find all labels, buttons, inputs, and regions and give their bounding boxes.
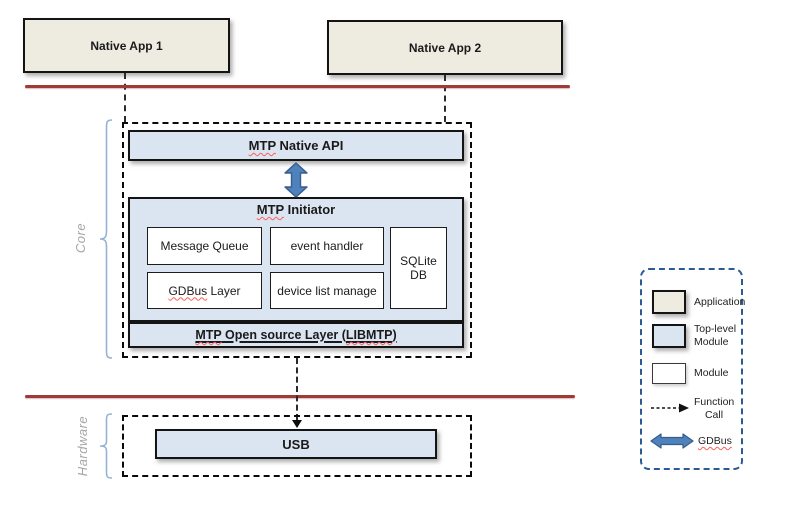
gdbus-layer-label-gdbus: GDBus [168,283,208,298]
sqlite-db-box: SQLite DB [390,227,447,309]
legend-application-swatch [652,290,686,314]
legend-application-label: Application [694,296,746,308]
libmtp-label-mtp: MTP [195,328,222,342]
native-app-1-label: Native App 1 [90,38,163,53]
mtp-initiator-box: MTP Initiator Message Queue event handle… [128,197,464,322]
message-queue-box: Message Queue [147,227,262,265]
legend-box: Application Top-level Module Module Func… [640,268,746,470]
native-app-2-box: Native App 2 [327,20,563,75]
libmtp-label-close: ) [392,328,397,342]
legend-top-level-swatch [652,324,686,348]
usb-box: USB [155,429,437,459]
mtp-native-api-box: MTP Native API [128,130,464,161]
app2-core-connector-line [444,75,446,122]
message-queue-label: Message Queue [160,239,249,253]
native-app-1-box: Native App 1 [23,18,230,73]
event-handler-label: event handler [290,239,364,253]
core-section-label: Core [73,222,88,254]
legend-gdbus-label: GDBus [698,435,732,447]
core-usb-arrowhead-icon [292,420,302,428]
native-app-2-label: Native App 2 [408,40,482,55]
separator-line-top [25,85,570,88]
event-handler-box: event handler [270,227,384,265]
hardware-section-label: Hardware [75,415,90,477]
core-usb-function-call-line [296,358,298,420]
mtp-native-api-label-mtp: MTP [248,138,276,153]
separator-line-bottom [25,395,575,398]
gdbus-layer-label: GDBus Layer [168,284,240,298]
legend-function-call-arrow-icon [651,403,689,413]
gdbus-layer-label-rest: Layer [207,283,241,298]
mtp-initiator-title-rest: Initiator [283,202,336,217]
legend-gdbus-arrow-icon [650,433,694,449]
mtp-initiator-title: MTP Initiator [130,202,462,217]
legend-function-call-label: Function Call [694,396,735,421]
device-list-manage-label: device list manage [277,283,377,298]
mtp-initiator-title-mtp: MTP [256,202,284,217]
usb-label: USB [282,436,310,452]
core-brace [99,119,113,359]
libmtp-layer-label: MTP Open source Layer (LIBMTP) [195,328,396,342]
app1-core-connector-line [124,73,126,122]
libmtp-layer-box: MTP Open source Layer (LIBMTP) [128,322,464,348]
hardware-brace [99,413,113,479]
legend-module-swatch [652,363,686,384]
gdbus-vertical-arrow-icon [284,162,308,198]
gdbus-layer-box: GDBus Layer [147,272,262,309]
legend-top-level-label: Top-level Module [694,323,737,348]
legend-module-label: Module [694,367,729,379]
libmtp-label-libmtp: LIBMTP [345,328,393,342]
libmtp-label-mid: Open source Layer ( [221,328,346,342]
mtp-native-api-label-rest: Native API [275,138,344,153]
mtp-native-api-label: MTP Native API [249,138,344,153]
core-container [122,122,472,358]
sqlite-db-label: SQLite DB [400,254,437,282]
device-list-manage-box: device list manage [270,272,384,309]
hardware-container [122,415,472,477]
